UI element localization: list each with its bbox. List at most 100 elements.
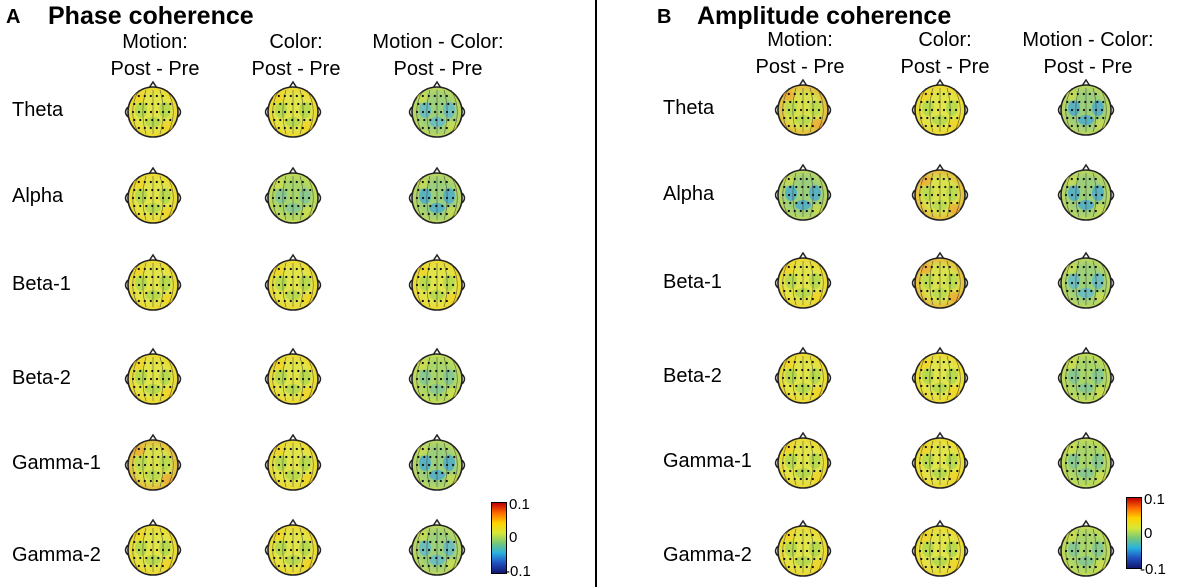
electrode — [445, 393, 448, 397]
nose-marker — [288, 433, 298, 442]
electrode — [161, 126, 164, 130]
electrode — [1078, 368, 1081, 372]
electrode — [1082, 565, 1085, 569]
contour-line — [306, 356, 314, 402]
electrode — [435, 188, 438, 192]
electrode — [789, 116, 792, 120]
electrode — [149, 361, 152, 365]
contour-line — [792, 440, 797, 486]
electrode — [427, 479, 430, 483]
electrode — [421, 564, 424, 568]
electrode — [1084, 201, 1087, 205]
coherence-patch — [1092, 541, 1104, 557]
electrode — [930, 549, 934, 553]
scalp-map-a-theta-color — [264, 80, 322, 138]
electrode — [295, 94, 298, 98]
electrode — [301, 479, 304, 483]
electrode — [783, 273, 786, 277]
electrode — [787, 392, 790, 396]
electrode — [143, 447, 146, 451]
ear-marker — [964, 189, 969, 201]
electrode — [417, 369, 420, 373]
nose-marker — [798, 519, 808, 528]
electrode — [813, 368, 816, 372]
electrode — [277, 548, 281, 552]
electrode — [169, 455, 172, 459]
electrode — [1072, 116, 1075, 120]
electrode — [133, 556, 136, 560]
electrode — [1078, 100, 1081, 104]
electrode — [295, 447, 298, 451]
electrode — [139, 455, 142, 459]
electrode — [421, 94, 424, 98]
electrode — [1102, 100, 1105, 104]
electrode — [924, 265, 927, 269]
colorbar-mid-label: 0 — [509, 529, 518, 546]
electrode — [163, 275, 166, 279]
electrode — [1102, 469, 1105, 473]
row-label-gamma-2: Gamma-2 — [663, 544, 752, 566]
ear-marker — [827, 104, 832, 116]
ear-marker — [317, 544, 322, 556]
electrode — [817, 461, 821, 465]
electrode — [787, 281, 791, 285]
electrode — [421, 212, 424, 216]
electrode — [793, 549, 797, 553]
electrode — [930, 461, 934, 465]
electrode — [942, 297, 945, 301]
contour-line — [450, 356, 458, 402]
electrode — [283, 532, 286, 536]
contour-line — [816, 87, 824, 133]
electrode — [793, 445, 796, 449]
contour-line — [792, 355, 797, 401]
coherence-patch — [419, 540, 431, 556]
electrode — [149, 463, 153, 467]
electrode — [1078, 289, 1081, 293]
nose-marker — [288, 166, 298, 175]
electrode — [285, 291, 288, 295]
scalp-map-a-gamma-2-motion — [124, 518, 182, 576]
electrode — [1072, 469, 1075, 473]
electrode — [163, 556, 166, 560]
ear-marker — [1057, 372, 1062, 384]
electrode — [813, 273, 816, 277]
nose-marker — [148, 80, 158, 89]
ear-marker — [264, 192, 269, 204]
electrode — [1070, 565, 1073, 569]
electrode — [1090, 541, 1093, 545]
electrode — [799, 445, 802, 449]
electrode — [447, 471, 450, 475]
column-header-line1: Motion: — [122, 31, 188, 53]
electrode — [445, 283, 449, 287]
electrode — [145, 291, 148, 295]
ear-marker — [964, 104, 969, 116]
electrode — [930, 533, 933, 537]
electrode — [948, 445, 951, 449]
electrode — [819, 557, 822, 561]
electrode — [295, 361, 298, 365]
electrode — [453, 102, 456, 106]
electrode — [948, 477, 951, 481]
contour-line — [450, 262, 458, 308]
electrode — [1076, 533, 1079, 537]
electrode — [807, 469, 810, 473]
electrode — [813, 384, 816, 388]
electrode — [1064, 108, 1068, 112]
electrode — [1096, 289, 1099, 293]
electrode — [291, 369, 294, 373]
electrode — [453, 385, 456, 389]
electrode — [131, 196, 135, 200]
electrode — [143, 212, 146, 216]
electrode — [805, 445, 808, 449]
electrode — [161, 94, 164, 98]
coherence-patch — [159, 455, 171, 471]
coherence-patch — [1068, 453, 1080, 469]
electrode — [805, 533, 808, 537]
electrode — [942, 565, 945, 569]
electrode — [149, 479, 152, 483]
electrode — [301, 548, 305, 552]
nose-marker — [1081, 519, 1091, 528]
electrode — [1100, 376, 1104, 380]
electrode — [932, 368, 935, 372]
electrode — [435, 471, 438, 475]
